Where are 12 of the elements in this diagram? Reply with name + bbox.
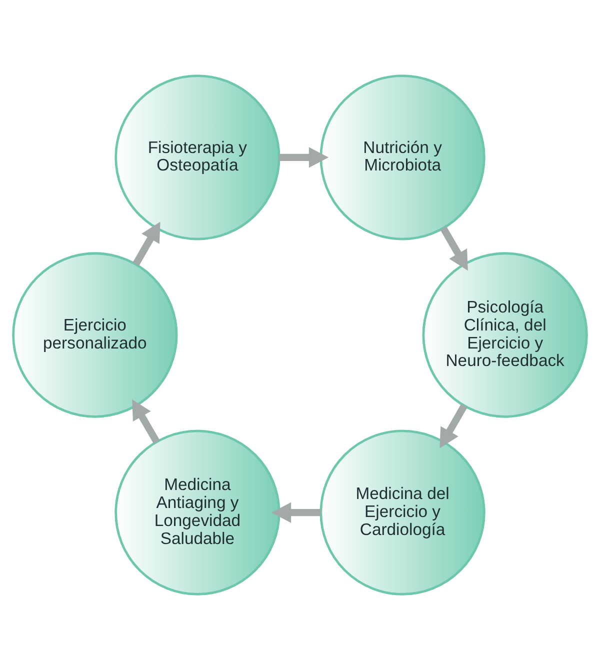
arrow (279, 147, 329, 168)
node-circle: Fisioterapia y Osteopatía (114, 74, 280, 240)
node-circle: Medicina del Ejercicio y Cardiología (320, 430, 486, 596)
arrow (440, 226, 468, 271)
arrow (271, 502, 321, 523)
node-circle: Psicología Clínica, del Ejercicio y Neuro-feedback (422, 252, 588, 418)
arrow (440, 404, 468, 448)
node-circle: Ejercicio personalizado (12, 252, 178, 418)
node-circle: Medicina Antiaging y Longevidad Saludable (114, 430, 280, 596)
arrow (132, 222, 160, 266)
arrow (132, 399, 160, 444)
node-circle: Nutrición y Microbiota (320, 74, 486, 240)
